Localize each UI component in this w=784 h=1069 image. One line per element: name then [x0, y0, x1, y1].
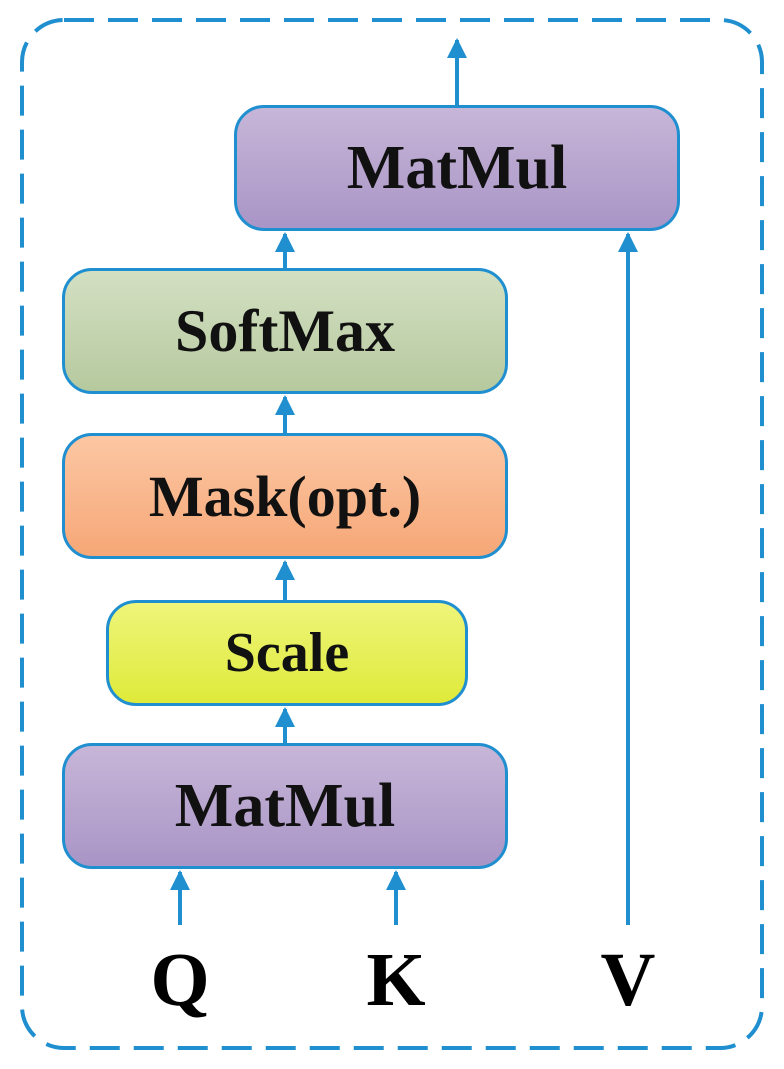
mask-label: Mask(opt.): [148, 463, 422, 529]
input-v-label: V: [600, 938, 656, 1022]
mask-block: Mask(opt.): [62, 433, 508, 559]
matmul-bottom-label: MatMul: [174, 771, 396, 840]
input-k-label: K: [366, 938, 426, 1022]
scale-block: Scale: [106, 600, 468, 706]
matmul-top-block: MatMul: [234, 105, 680, 231]
input-q-label: Q: [150, 938, 210, 1022]
softmax-block: SoftMax: [62, 268, 508, 394]
scale-label: Scale: [224, 622, 350, 684]
matmul-top-label: MatMul: [346, 133, 568, 202]
matmul-bottom-block: MatMul: [62, 743, 508, 869]
dashed-frame: [20, 18, 764, 1050]
softmax-label: SoftMax: [175, 297, 395, 364]
